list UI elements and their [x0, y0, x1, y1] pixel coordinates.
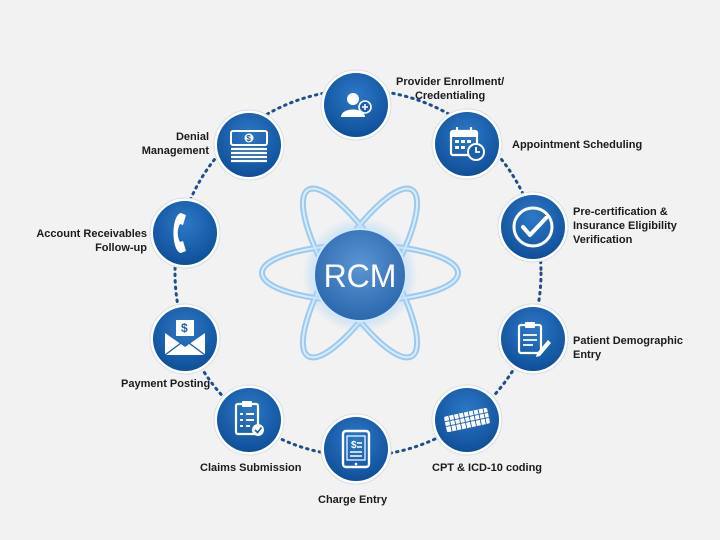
node-circle: [324, 73, 388, 137]
person-add-icon: [341, 93, 372, 117]
label-line: Patient Demographic: [573, 335, 684, 347]
label-line: Entry: [573, 349, 602, 361]
checklist-icon: [234, 401, 264, 436]
node-circle: [153, 307, 217, 371]
cash-stack-icon: $: [230, 130, 268, 163]
keyboard-icon: [444, 407, 490, 433]
node-circle: [153, 201, 217, 265]
svg-text:$: $: [246, 134, 251, 143]
label-line: Insurance Eligibility: [573, 220, 677, 232]
rcm-title: RCM: [324, 258, 397, 294]
node-circle: [435, 112, 499, 176]
tablet-dollar-icon: $: [341, 429, 371, 469]
phone-icon: [173, 213, 186, 253]
label-appointment-scheduling: Appointment Scheduling: [512, 138, 642, 152]
envelope-dollar-icon: $: [164, 320, 206, 356]
clipboard-pencil-icon: [517, 322, 551, 357]
node-denial-management: $: [213, 109, 285, 181]
label-line: Charge Entry: [318, 494, 388, 506]
label-pre-certification: Pre-certification & Insurance Eligibility…: [573, 205, 677, 247]
label-charge-entry: Charge Entry: [318, 493, 387, 507]
label-line: Account Receivables: [36, 228, 147, 240]
node-payment-posting: $: [149, 303, 221, 375]
label-line: Denial: [175, 131, 209, 143]
label-line: Management: [141, 145, 209, 157]
calendar-clock-icon: [449, 127, 485, 161]
label-provider-enrollment: Provider Enrollment/Credentialing: [396, 75, 504, 103]
node-pre-certification: [497, 191, 569, 263]
label-line: Credentialing: [414, 90, 486, 102]
label-line: Provider Enrollment/: [396, 76, 505, 88]
node-patient-demographic: [497, 303, 569, 375]
rcm-core: [313, 228, 407, 322]
node-account-receivables: [149, 197, 221, 269]
label-line: Appointment Scheduling: [512, 139, 643, 151]
label-line: Verification: [573, 234, 633, 246]
node-circle: [324, 417, 388, 481]
label-line: Claims Submission: [200, 462, 302, 474]
node-provider-enrollment: [320, 69, 392, 141]
svg-text:$: $: [351, 440, 357, 451]
label-claims-submission: Claims Submission: [200, 461, 301, 475]
node-appointment-scheduling: [431, 108, 503, 180]
node-circle: [501, 195, 565, 259]
check-circle-icon: [512, 206, 554, 248]
label-line: Payment Posting: [121, 378, 211, 390]
label-payment-posting: Payment Posting: [121, 377, 210, 391]
node-circle: [501, 307, 565, 371]
node-coding: [431, 384, 503, 456]
node-charge-entry: $: [320, 413, 392, 485]
label-line: CPT & ICD-10 coding: [432, 462, 543, 474]
node-claims-submission: [213, 384, 285, 456]
label-line: Follow-up: [95, 242, 147, 254]
label-coding: CPT & ICD-10 coding: [432, 461, 542, 475]
svg-text:$: $: [181, 321, 188, 335]
label-line: Pre-certification &: [573, 206, 668, 218]
